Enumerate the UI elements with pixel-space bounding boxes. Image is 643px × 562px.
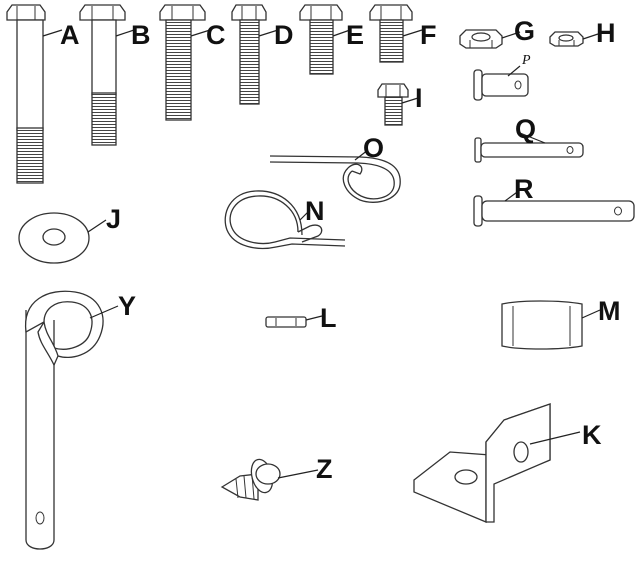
part-label: F <box>420 20 437 50</box>
part-label: Q <box>515 114 536 144</box>
clevis-pin-r <box>473 195 635 227</box>
clevis-pin-q <box>474 137 584 163</box>
spacer-l <box>265 316 307 328</box>
part-label: B <box>131 20 151 50</box>
hair-pin-n <box>224 190 346 250</box>
part-label: D <box>274 20 294 50</box>
label-m: M <box>581 296 621 326</box>
part-label: J <box>106 204 121 234</box>
part-label: C <box>206 20 226 50</box>
label-y: Y <box>89 291 136 321</box>
label-i: I <box>401 83 423 113</box>
label-f: F <box>402 20 437 50</box>
label-c: C <box>190 20 226 50</box>
label-b: B <box>115 20 151 50</box>
bolt-f <box>369 4 413 63</box>
part-label: N <box>305 196 325 226</box>
part-label: R <box>514 174 534 204</box>
screw-z <box>220 458 281 501</box>
nut-g <box>459 29 503 49</box>
bolt-b <box>79 4 126 146</box>
bolt-e <box>299 4 343 75</box>
part-label: Z <box>316 454 333 484</box>
label-r: R <box>504 174 534 204</box>
bolt-d <box>231 4 267 105</box>
sleeve-m <box>501 300 583 350</box>
nut-h <box>549 31 584 47</box>
clevis-pin-p <box>473 69 529 101</box>
label-e: E <box>332 20 364 50</box>
label-d: D <box>258 20 294 50</box>
hair-pin-o <box>269 155 401 203</box>
part-label: E <box>346 20 364 50</box>
label-a: A <box>42 20 80 50</box>
bolt-i <box>377 83 409 126</box>
part-label: I <box>415 83 423 113</box>
hook-pin-y <box>25 290 104 550</box>
part-label: H <box>596 18 616 48</box>
part-label: K <box>582 420 602 450</box>
part-label: O <box>363 133 384 163</box>
washer-j <box>18 212 90 264</box>
label-k: K <box>529 420 602 450</box>
label-j: J <box>87 204 121 234</box>
part-label: L <box>320 303 337 333</box>
label-n: N <box>299 196 325 226</box>
part-label: M <box>598 296 621 326</box>
label-q: Q <box>515 114 546 144</box>
label-l: L <box>305 303 337 333</box>
part-label: G <box>514 16 535 46</box>
part-label: Y <box>118 291 136 321</box>
label-h: H <box>582 18 616 48</box>
label-o: O <box>354 133 384 163</box>
part-label: A <box>60 20 80 50</box>
label-g: G <box>501 16 535 46</box>
bracket-k <box>413 403 551 523</box>
bolt-c <box>159 4 206 121</box>
label-p: P <box>507 53 531 77</box>
label-z: Z <box>277 454 333 484</box>
part-label: P <box>521 53 531 68</box>
bolt-a <box>6 4 46 184</box>
